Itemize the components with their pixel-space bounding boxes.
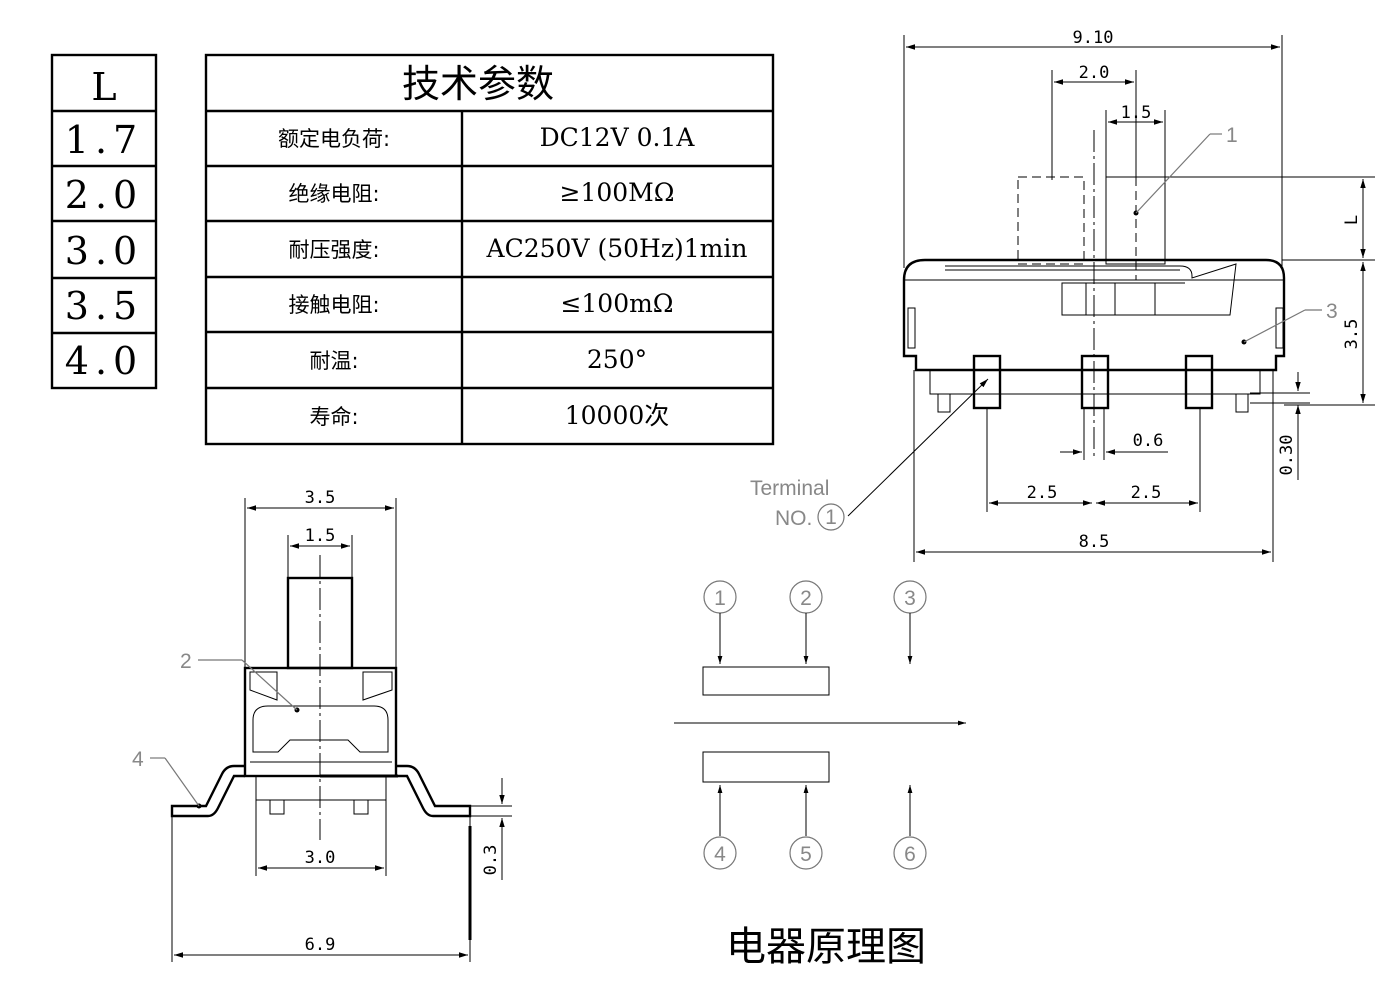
dim-pin-offset: 0.30: [1277, 435, 1297, 476]
dim-pin-width: 0.6: [1133, 431, 1164, 451]
schematic-title: 电器原理图: [726, 924, 926, 970]
terminal-2: 2: [800, 587, 812, 610]
l-value: 2.0: [65, 173, 143, 217]
side-dim-top-width: 3.5: [305, 488, 336, 508]
top-view-drawing: 9.10 2.0 1.5 L 3.: [750, 28, 1375, 562]
terminal-1: 1: [714, 587, 726, 610]
spec-value: AC250V (50Hz)1min: [486, 234, 748, 263]
terminal-5: 5: [800, 843, 812, 866]
side-dim-thickness: 0.3: [481, 845, 501, 876]
spec-label: 绝缘电阻:: [288, 182, 379, 206]
terminal-3: 3: [904, 587, 916, 610]
spec-label: 额定电负荷:: [278, 127, 390, 151]
schematic-diagram: 1 2 3 4 5 6 电器原理图: [674, 580, 966, 970]
terminal-6: 6: [904, 843, 916, 866]
part-label-1: 1: [1226, 124, 1238, 147]
side-dim-inner-width: 3.0: [305, 848, 336, 868]
spec-value: ≥100MΩ: [560, 178, 675, 207]
spec-label: 寿命:: [309, 405, 358, 429]
dim-pitch-right: 2.5: [1131, 483, 1162, 503]
dim-knob-width: 1.5: [1121, 103, 1152, 123]
l-table: L 1.7 2.0 3.0 3.5 4.0: [50, 53, 158, 390]
l-value: 3.0: [65, 229, 143, 273]
dim-lever-height: L: [1342, 215, 1362, 225]
side-dim-overall-width: 6.9: [305, 935, 336, 955]
spec-table: 技术参数 额定电负荷: DC12V 0.1A 绝缘电阻: ≥100MΩ 耐压强度…: [204, 53, 775, 446]
l-table-header: L: [91, 65, 116, 109]
dim-overall: 9.10: [1073, 28, 1114, 48]
dim-actuator-width: 2.0: [1079, 63, 1110, 83]
part-label-2: 2: [180, 650, 192, 673]
part-label-4: 4: [132, 748, 144, 771]
spec-value: DC12V 0.1A: [540, 123, 696, 152]
spec-value: 10000次: [565, 401, 670, 430]
spec-value: ≤100mΩ: [560, 289, 673, 318]
spec-value: 250°: [587, 345, 647, 374]
terminal-no-value: 1: [825, 506, 837, 529]
spec-label: 耐压强度:: [288, 238, 379, 262]
terminal-no-label: NO.: [775, 507, 812, 530]
spec-label: 耐温:: [309, 349, 358, 373]
side-dim-knob-width: 1.5: [305, 526, 336, 546]
terminal-label: Terminal: [750, 477, 829, 500]
l-value: 4.0: [65, 339, 143, 383]
dim-pitch-left: 2.5: [1027, 483, 1058, 503]
dim-base-width: 8.5: [1079, 532, 1110, 552]
spec-title: 技术参数: [402, 62, 554, 106]
terminal-4: 4: [714, 843, 726, 866]
side-view-drawing: 3.5 1.5 3.0 6.9: [132, 488, 512, 962]
part-label-3: 3: [1326, 300, 1338, 323]
spec-label: 接触电阻:: [288, 293, 379, 317]
l-value: 1.7: [65, 118, 143, 162]
l-value: 3.5: [65, 284, 143, 328]
dim-body-height: 3.5: [1342, 319, 1362, 350]
